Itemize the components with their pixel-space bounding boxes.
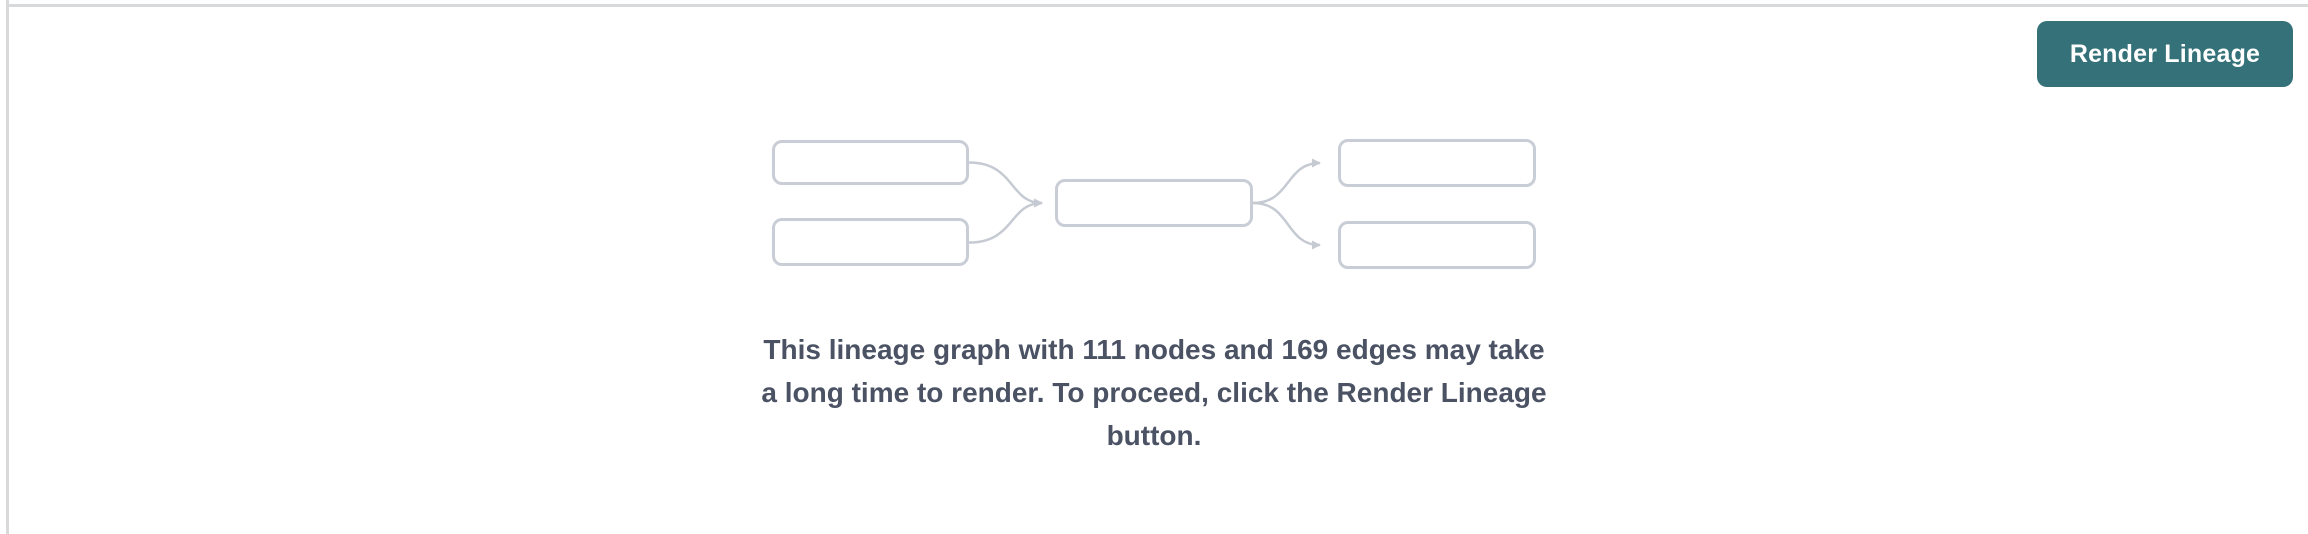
placeholder-node	[1055, 179, 1253, 227]
placeholder-node	[1338, 221, 1536, 269]
edge-arrow	[968, 161, 1043, 208]
lineage-edges-graphic	[968, 158, 1321, 250]
empty-state-message: This lineage graph with 111 nodes and 16…	[761, 334, 1547, 451]
edge-arrow	[968, 198, 1043, 244]
lineage-placeholder-diagram	[772, 139, 1536, 269]
empty-state: This lineage graph with 111 nodes and 16…	[759, 139, 1549, 457]
placeholder-node	[772, 218, 969, 266]
edge-arrow	[1252, 201, 1321, 250]
edge-arrow	[1252, 158, 1321, 205]
placeholder-node	[772, 140, 969, 185]
left-panel-divider	[6, 0, 9, 534]
top-panel-divider	[6, 4, 2308, 7]
placeholder-node	[1338, 139, 1536, 187]
render-lineage-button[interactable]: Render Lineage	[2037, 21, 2293, 87]
